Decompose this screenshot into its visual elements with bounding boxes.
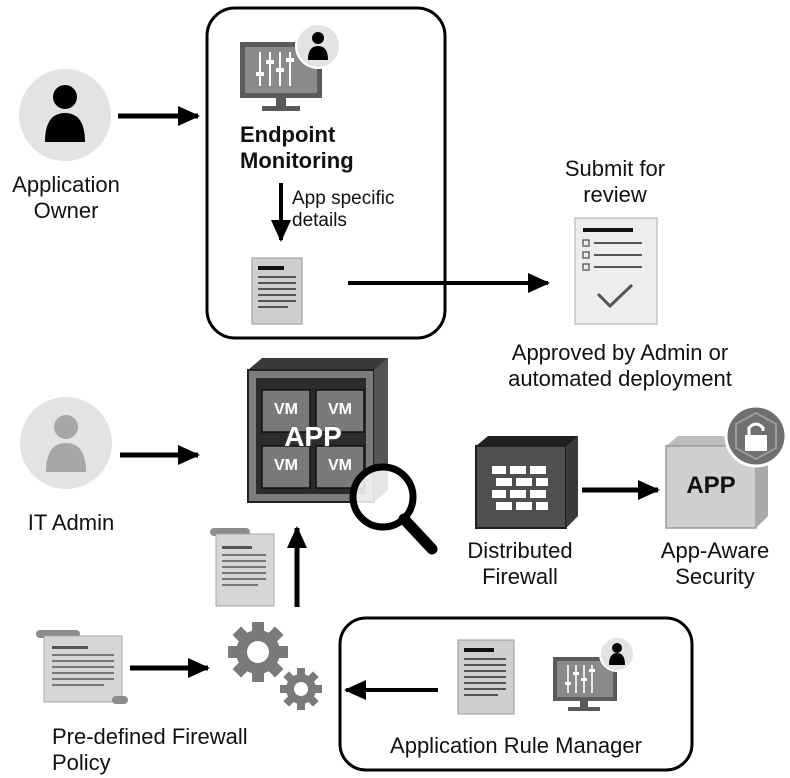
policy-scroll-icon-upper xyxy=(210,528,275,607)
document-icon xyxy=(251,257,303,325)
firewall-icon xyxy=(475,436,578,529)
vm-box-2 xyxy=(315,389,365,433)
vm-box-3 xyxy=(261,445,311,489)
app-details-label: App specific details xyxy=(292,188,395,231)
submit-review-label: Submit for review xyxy=(564,156,666,207)
it-admin-label: IT Admin xyxy=(27,510,115,535)
firewall-label: Distributed Firewall xyxy=(467,538,573,589)
user-badge-icon xyxy=(295,23,341,69)
rule-document-icon xyxy=(457,639,515,715)
review-checklist-icon xyxy=(574,217,658,325)
rule-manager-label: Application Rule Manager xyxy=(390,733,642,758)
app-overlay-label: APP xyxy=(284,421,342,452)
rule-manager-user-badge-icon xyxy=(599,636,635,672)
app-cluster-icon xyxy=(247,358,388,503)
magnifier-icon xyxy=(349,463,438,555)
approval-label: Approved by Admin or automated deploymen… xyxy=(508,340,732,391)
vm-label-4: VM xyxy=(328,457,352,474)
it-admin-icon xyxy=(20,397,112,489)
endpoint-monitoring-title: Endpoint Monitoring xyxy=(240,122,354,173)
application-owner-label: Application Owner xyxy=(12,172,120,223)
vm-box-1 xyxy=(261,389,311,433)
app-security-label: App-Aware Security xyxy=(660,538,770,589)
vm-label-3: VM xyxy=(274,457,298,474)
monitor-icon xyxy=(240,42,322,111)
lock-badge-icon xyxy=(724,404,788,468)
gears-icon xyxy=(228,622,322,710)
policy-label: Pre-defined Firewall Policy xyxy=(52,724,248,775)
application-owner-icon xyxy=(19,69,111,161)
rule-manager-box xyxy=(338,616,694,772)
vm-label-2: VM xyxy=(328,401,352,418)
app-security-box-label: APP xyxy=(686,472,736,499)
vm-label-1: VM xyxy=(274,401,298,418)
endpoint-monitoring-box xyxy=(205,6,447,340)
policy-scroll-icon xyxy=(36,630,128,704)
